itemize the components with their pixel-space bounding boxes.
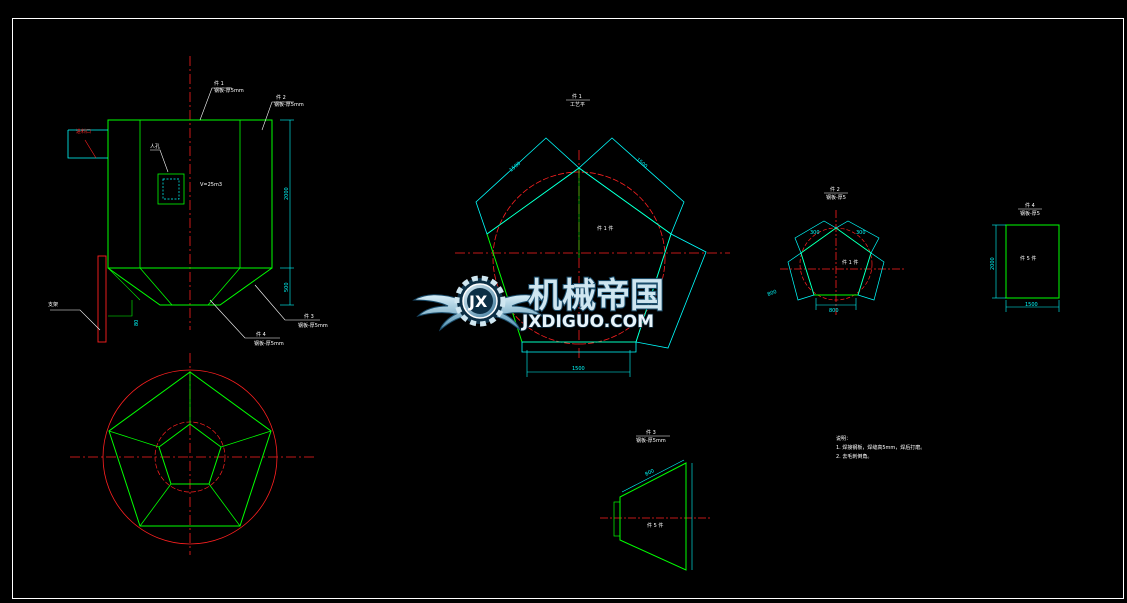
part2-center-label: 件 1 件 (842, 259, 858, 266)
part2-label: 件 2 (276, 94, 286, 101)
plan-view (70, 353, 315, 555)
part2-dim-b: 300 (856, 230, 866, 236)
drawing-frame (12, 18, 1124, 599)
capacity-label: V=25m3 (200, 182, 222, 188)
part3-title: 件 3 (646, 429, 656, 436)
logo-mark: JX (468, 292, 488, 311)
part2-note: 钢板-厚5mm (274, 101, 304, 108)
part4-subtitle: 钢板-厚5 (1020, 210, 1040, 217)
notes-heading: 说明： (836, 435, 851, 442)
part1-title: 件 1 (572, 93, 582, 100)
dim-left: 80 (134, 320, 140, 326)
wing-left-icon (412, 294, 471, 332)
part2-subtitle: 钢板-厚5 (826, 194, 846, 201)
part3-view: 件 3 钢板-厚5mm 件 5 件 800 (600, 429, 712, 571)
part3-center-label: 件 5 件 (647, 522, 663, 529)
part4-dim-width: 1500 (1025, 302, 1038, 308)
dim-height: 2000 (284, 187, 290, 200)
part3-subtitle: 钢板-厚5mm (636, 437, 666, 444)
part2-title: 件 2 (830, 186, 840, 193)
part1-development-view: 件 1 工艺平 件 1 件 1500 1500 1500 (455, 93, 730, 377)
elevation-view: 件 1 钢板-厚5mm 件 2 钢板-厚5mm 件 3 钢板-厚5mm 件 4 … (48, 56, 328, 347)
part1-note: 钢板-厚5mm (214, 87, 244, 94)
part4-label: 件 4 (256, 331, 266, 338)
part4-note: 钢板-厚5mm (254, 340, 284, 347)
logo-name-cn: 机械帝国 (528, 276, 664, 316)
part2-development-view: 件 2 钢板-厚5 件 1 件 300 300 800 800 (767, 186, 905, 315)
part4-view: 件 4 钢板-厚5 件 5 件 2000 1500 (990, 202, 1060, 312)
part2-dim-a: 300 (810, 230, 820, 236)
part1-dim-side2: 1500 (635, 157, 649, 170)
watermark-logo: JX 机械帝国 JXDIGUO.COM (412, 275, 665, 333)
part1-subtitle: 工艺平 (570, 102, 585, 108)
dim-cone: 500 (284, 282, 290, 292)
inlet-label: 进料口 (76, 128, 91, 135)
part3-note: 钢板-厚5mm (298, 322, 328, 329)
part4-dim-height: 2000 (990, 257, 996, 270)
part3-dim-top: 800 (644, 468, 655, 478)
part1-center-label: 件 1 件 (597, 225, 613, 232)
part1-dim-bottom: 1500 (572, 366, 585, 372)
part4-title: 件 4 (1025, 202, 1035, 209)
manhole-label: 人孔 (150, 143, 160, 150)
part4-center-label: 件 5 件 (1020, 255, 1036, 262)
part1-label: 件 1 (214, 80, 224, 87)
notes-line1: 1. 焊接钢板，焊缝高5mm，焊后打磨。 (836, 444, 925, 451)
technical-notes: 说明： 1. 焊接钢板，焊缝高5mm，焊后打磨。 2. 去毛刺倒角。 (836, 435, 925, 460)
part1-dim-side1: 1500 (508, 161, 522, 174)
part2-dim-bottom: 800 (829, 308, 839, 314)
part3-label: 件 3 (304, 313, 314, 320)
notes-line2: 2. 去毛刺倒角。 (836, 453, 872, 460)
support-note: 支架 (48, 301, 58, 308)
logo-name-en: JXDIGUO.COM (521, 312, 654, 332)
part2-dim-left: 800 (767, 289, 778, 298)
gear-icon: JX (454, 275, 506, 327)
